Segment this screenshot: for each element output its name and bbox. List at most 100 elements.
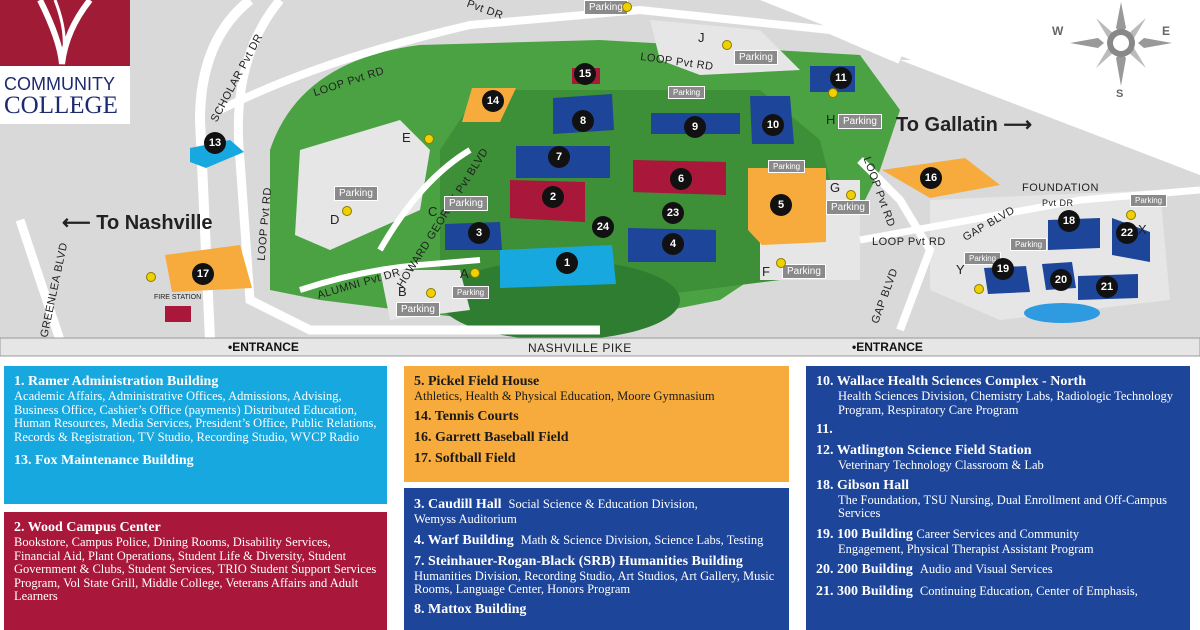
- info-dot: [1126, 210, 1136, 220]
- legend-entry[interactable]: 16. Garrett Baseball Field: [414, 430, 779, 446]
- legend-entry-title: 18. Gibson Hall: [816, 477, 909, 493]
- legend-entry-title: 11.: [816, 422, 833, 437]
- legend-entry[interactable]: 20. 200 Building Audio and Visual Servic…: [816, 561, 1180, 578]
- legend-entry-title: 14. Tennis Courts: [414, 408, 519, 424]
- parking-badge[interactable]: Parking: [1010, 238, 1048, 251]
- legend-box-cyan: 1. Ramer Administration Building Academi…: [4, 366, 387, 504]
- lot-y: Y: [956, 262, 965, 277]
- legend-entry[interactable]: 14. Tennis Courts: [414, 409, 779, 425]
- lot-g: G: [830, 180, 841, 195]
- building-20-marker[interactable]: 20: [1050, 269, 1072, 291]
- building-24-marker[interactable]: 24: [592, 216, 614, 238]
- legend-entry[interactable]: 17. Softball Field: [414, 451, 779, 467]
- compass-e: E: [1162, 24, 1171, 38]
- info-dot: [776, 258, 786, 268]
- building-13-marker[interactable]: 13: [204, 132, 226, 154]
- info-dot: [342, 206, 352, 216]
- legend-entry[interactable]: 1. Ramer Administration Building Academi…: [14, 374, 377, 444]
- legend-entry-title: 8. Mattox Building: [414, 601, 527, 617]
- compass-icon: [1070, 2, 1172, 86]
- legend-box-orange: 5. Pickel Field House Athletics, Health …: [404, 366, 789, 482]
- legend-entry-title: 2. Wood Campus Center: [14, 520, 161, 535]
- campus-map: COMMUNITY COLLEGE W E S SCHOLAR Pvt DR L…: [0, 0, 1200, 357]
- building-16-marker[interactable]: 16: [920, 167, 942, 189]
- road-loop-right-2: LOOP Pvt RD: [872, 236, 946, 248]
- logo-emblem: [0, 0, 130, 66]
- building-19-marker[interactable]: 19: [992, 258, 1014, 280]
- building-10-marker[interactable]: 10: [762, 114, 784, 136]
- building-14-marker[interactable]: 14: [482, 90, 504, 112]
- legend-entry-title: 13. Fox Maintenance Building: [14, 453, 194, 468]
- building-18-marker[interactable]: 18: [1058, 210, 1080, 232]
- building-22-marker[interactable]: 22: [1116, 222, 1138, 244]
- legend-entry-title: 16. Garrett Baseball Field: [414, 429, 569, 445]
- parking-badge[interactable]: Parking: [1130, 194, 1168, 207]
- legend-entry[interactable]: 19. 100 Building Career Services and Com…: [816, 526, 1180, 557]
- legend-entry-title: 20. 200 Building: [816, 562, 913, 577]
- building-7-marker[interactable]: 7: [548, 146, 570, 168]
- lot-c: C: [428, 204, 438, 219]
- lot-b: B: [398, 284, 407, 299]
- building-1-marker[interactable]: 1: [556, 252, 578, 274]
- info-dot: [828, 88, 838, 98]
- parking-badge[interactable]: Parking: [768, 160, 806, 173]
- parking-badge[interactable]: Parking: [396, 302, 440, 317]
- legend-entry-title: 1. Ramer Administration Building: [14, 374, 219, 389]
- building-6-marker[interactable]: 6: [670, 168, 692, 190]
- parking-badge[interactable]: Parking: [334, 186, 378, 201]
- parking-badge[interactable]: Parking: [782, 264, 826, 279]
- building-2-marker[interactable]: 2: [542, 186, 564, 208]
- direction-nashville: ⟵ To Nashville: [62, 212, 213, 234]
- legend-entry[interactable]: 12. Watlington Science Field Station Vet…: [816, 443, 1180, 473]
- legend-entry-title: 7. Steinhauer-Rogan-Black (SRB) Humaniti…: [414, 553, 743, 569]
- info-dot: [974, 284, 984, 294]
- legend-entry[interactable]: 21. 300 Building Continuing Education, C…: [816, 583, 1180, 600]
- info-dot: [622, 2, 632, 12]
- parking-badge[interactable]: Parking: [444, 196, 488, 211]
- parking-badge[interactable]: Parking: [838, 114, 882, 129]
- legend-entry[interactable]: 7. Steinhauer-Rogan-Black (SRB) Humaniti…: [414, 554, 779, 597]
- parking-badge[interactable]: Parking: [668, 86, 706, 99]
- college-logo[interactable]: COMMUNITY COLLEGE: [0, 0, 130, 124]
- legend-entry[interactable]: 11.: [816, 422, 1180, 438]
- lot-f: F: [762, 264, 770, 279]
- building-9-marker[interactable]: 9: [684, 116, 706, 138]
- entrance-left: •ENTRANCE: [228, 340, 299, 354]
- lot-h: H: [826, 112, 836, 127]
- building-5-marker[interactable]: 5: [770, 194, 792, 216]
- legend-box-blue-right: 10. Wallace Health Sciences Complex - No…: [806, 366, 1190, 630]
- building-17-marker[interactable]: 17: [192, 263, 214, 285]
- map-background: [0, 0, 1200, 357]
- legend-entry[interactable]: 5. Pickel Field House Athletics, Health …: [414, 374, 779, 404]
- info-dot: [146, 272, 156, 282]
- parking-badge[interactable]: Parking: [452, 286, 490, 299]
- info-dot: [470, 268, 480, 278]
- legend-entry[interactable]: 4. Warf Building Math & Science Division…: [414, 532, 779, 549]
- legend-entry[interactable]: 18. Gibson Hall The Foundation, TSU Nurs…: [816, 478, 1180, 521]
- legend-entry[interactable]: 10. Wallace Health Sciences Complex - No…: [816, 374, 1180, 417]
- legend-entry[interactable]: 8. Mattox Building: [414, 602, 779, 618]
- parking-badge[interactable]: Parking: [826, 200, 870, 215]
- legend-entry[interactable]: 13. Fox Maintenance Building: [14, 453, 377, 469]
- info-dot: [424, 134, 434, 144]
- building-3-marker[interactable]: 3: [468, 222, 490, 244]
- entrance-right: •ENTRANCE: [852, 340, 923, 354]
- legend-entry[interactable]: 2. Wood Campus Center Bookstore, Campus …: [14, 520, 377, 604]
- direction-gallatin: To Gallatin ⟶: [896, 114, 1033, 136]
- building-11-marker[interactable]: 11: [830, 67, 852, 89]
- compass-s: S: [1116, 88, 1124, 100]
- legend-entry-title: 12. Watlington Science Field Station: [816, 443, 1032, 458]
- legend-entry-inline: Math & Science Division, Science Labs, T…: [520, 532, 764, 547]
- logo-line-1: COMMUNITY: [4, 74, 115, 94]
- legend-entry-title: 5. Pickel Field House: [414, 374, 540, 389]
- building-23-marker[interactable]: 23: [662, 202, 684, 224]
- parking-badge[interactable]: Parking: [734, 50, 778, 65]
- building-15-marker[interactable]: 15: [574, 63, 596, 85]
- building-8-marker[interactable]: 8: [572, 110, 594, 132]
- fire-station-label: FIRE STATION: [154, 294, 202, 301]
- legend-entry[interactable]: 3. Caudill Hall Social Science & Educati…: [414, 496, 779, 527]
- legend-entry-desc: The Foundation, TSU Nursing, Dual Enroll…: [838, 492, 1168, 520]
- building-4-marker[interactable]: 4: [662, 233, 684, 255]
- legend-entry-desc: Humanities Division, Recording Studio, A…: [414, 568, 775, 596]
- building-21-marker[interactable]: 21: [1096, 276, 1118, 298]
